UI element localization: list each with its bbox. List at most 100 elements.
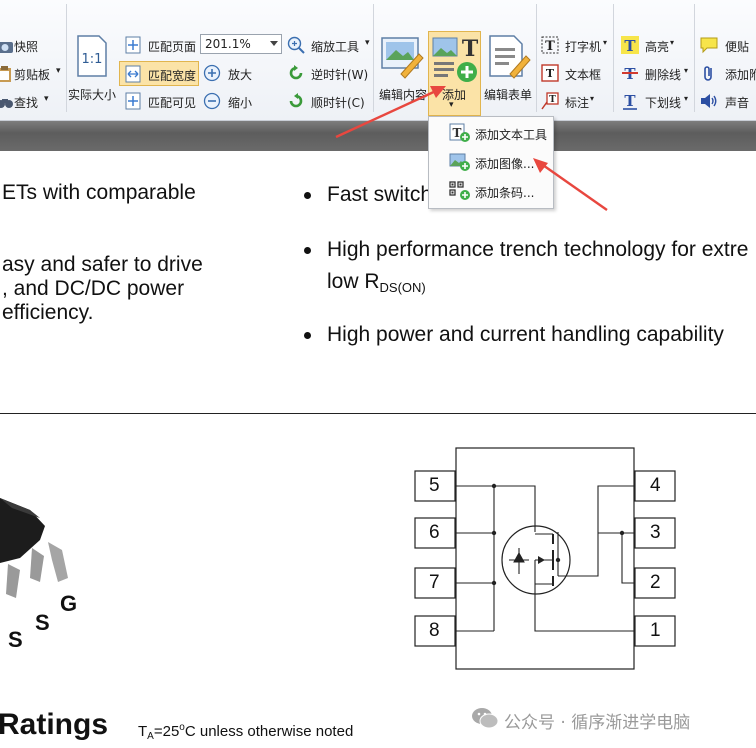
zoom-tool-label: 缩放工具 — [311, 40, 360, 54]
callout-icon: T — [541, 92, 559, 110]
svg-text:T: T — [546, 67, 555, 80]
ratings-heading: Ratings — [0, 708, 109, 741]
clipboard-icon — [0, 66, 11, 82]
bullet-dot — [304, 192, 311, 199]
menu-item-label: 添加条码... — [475, 186, 535, 200]
add-dropdown-menu: T 添加文本工具 添加图像... 添加条码... — [428, 116, 554, 209]
chevron-down-icon: ▾ — [365, 38, 370, 48]
underline-label: 下划线 — [645, 96, 682, 110]
typewriter-label: 打字机 — [565, 40, 602, 54]
divider — [536, 4, 537, 112]
typewriter-icon: T — [541, 36, 559, 54]
zoom-in-label: 放大 — [228, 68, 253, 82]
rotate-ccw-label: 逆时针(W) — [311, 68, 369, 82]
pin-number: 7 — [429, 572, 440, 593]
ratings-note: TA=25oC unless otherwise noted — [138, 722, 354, 742]
document-header-band — [0, 121, 756, 151]
doc-left-line: efficiency. — [2, 301, 94, 324]
add-text-icon: T — [449, 123, 470, 142]
divider — [373, 4, 374, 112]
chevron-down-icon: ▾ — [670, 38, 675, 47]
chevron-down-icon: ▾ — [684, 66, 689, 75]
bullet-text: High performance trench technology for e… — [327, 238, 749, 261]
pin-label-s: S — [35, 610, 50, 635]
attachment-label: 添加附 — [725, 68, 756, 82]
barcode-icon — [449, 181, 470, 200]
add-content-icon: T — [432, 36, 479, 82]
snapshot-label: 快照 — [14, 40, 39, 54]
bullet-dot — [304, 247, 311, 254]
fit-visible-label: 匹配可见 — [148, 96, 197, 110]
doc-left-line: ETs with comparable — [2, 181, 196, 204]
highlight-icon: T — [621, 36, 639, 54]
chevron-down-icon: ▾ — [684, 94, 689, 103]
package-illustration — [0, 498, 68, 598]
toolbar-ribbon: 快照 剪贴板 ▾ 查找 ▾ 1:1 实际大小 匹配页面 匹配宽度 匹配可见 20… — [0, 0, 756, 121]
doc-left-line: asy and safer to drive — [2, 253, 203, 276]
bullet-text-line2: low RDS(ON) — [327, 270, 426, 295]
chevron-down-icon: ▾ — [44, 94, 49, 104]
svg-text:T: T — [624, 92, 636, 110]
svg-text:T: T — [549, 95, 556, 105]
zoom-out-label: 缩小 — [228, 96, 253, 110]
menu-item-add-text-tool[interactable]: T 添加文本工具 — [429, 120, 553, 146]
zoom-select[interactable]: 201.1% — [200, 34, 282, 54]
section-divider — [0, 413, 756, 414]
fit-page-icon — [125, 36, 141, 54]
fit-visible-icon — [125, 92, 141, 110]
pin-number: 2 — [650, 572, 661, 593]
camera-icon — [0, 42, 13, 53]
svg-text:T: T — [624, 37, 636, 54]
paperclip-icon — [704, 66, 712, 81]
pin-number: 4 — [650, 475, 661, 496]
bullet-text: High power and current handling capabili… — [327, 323, 724, 346]
edit-content-label: 编辑内容 — [379, 88, 428, 102]
speaker-icon — [701, 94, 717, 108]
chevron-down-icon — [270, 41, 278, 46]
magnifier-icon — [287, 36, 305, 54]
watermark-text: 公众号 · 循序渐进学电脑 — [504, 713, 691, 733]
zoom-value: 201.1% — [205, 37, 251, 51]
divider — [694, 4, 695, 112]
edit-form-label: 编辑表单 — [484, 88, 533, 102]
pinout-schematic — [414, 447, 676, 670]
actual-size-label: 实际大小 — [68, 88, 117, 102]
svg-text:T: T — [453, 126, 462, 140]
pin-number: 8 — [429, 620, 440, 641]
doc-left-line: , and DC/DC power — [2, 277, 185, 300]
svg-text:T: T — [462, 36, 479, 62]
actual-size-icon: 1:1 — [77, 35, 107, 77]
bullet-text: Fast switch — [327, 183, 433, 206]
speech-bubble-icon — [700, 37, 718, 54]
textbox-icon: T — [541, 64, 559, 82]
clipboard-label: 剪贴板 — [14, 68, 51, 82]
pin-number: 3 — [650, 522, 661, 543]
add-button[interactable]: T 添加 ▾ — [428, 31, 481, 116]
divider — [66, 4, 67, 112]
chevron-down-icon: ▾ — [449, 100, 454, 110]
menu-item-add-image[interactable]: 添加图像... — [429, 149, 553, 175]
strikeout-icon: T — [622, 65, 638, 82]
rotate-cw-label: 顺时针(C) — [311, 96, 365, 110]
bullet-dot — [304, 332, 311, 339]
chevron-down-icon: ▾ — [603, 38, 608, 47]
zoom-out-icon — [203, 92, 221, 110]
edit-form-icon — [489, 35, 531, 79]
wechat-icon — [472, 708, 499, 729]
pin-label-g: G — [60, 591, 78, 616]
edit-content-icon — [381, 37, 424, 79]
fit-width-button[interactable]: 匹配宽度 — [119, 61, 199, 86]
menu-item-label: 添加文本工具 — [475, 128, 548, 142]
chevron-down-icon: ▾ — [590, 94, 595, 103]
divider — [613, 4, 614, 112]
rotate-cw-icon — [289, 93, 303, 108]
rotate-ccw-icon — [289, 65, 303, 80]
callout-label: 标注 — [565, 96, 590, 110]
fit-page-label: 匹配页面 — [148, 40, 197, 54]
binoculars-icon — [0, 99, 13, 108]
sound-label: 声音 — [725, 96, 750, 110]
menu-item-add-barcode[interactable]: 添加条码... — [429, 178, 553, 204]
strikeout-label: 删除线 — [645, 68, 682, 82]
add-label: 添加 — [442, 88, 467, 102]
highlight-label: 高亮 — [645, 40, 670, 54]
